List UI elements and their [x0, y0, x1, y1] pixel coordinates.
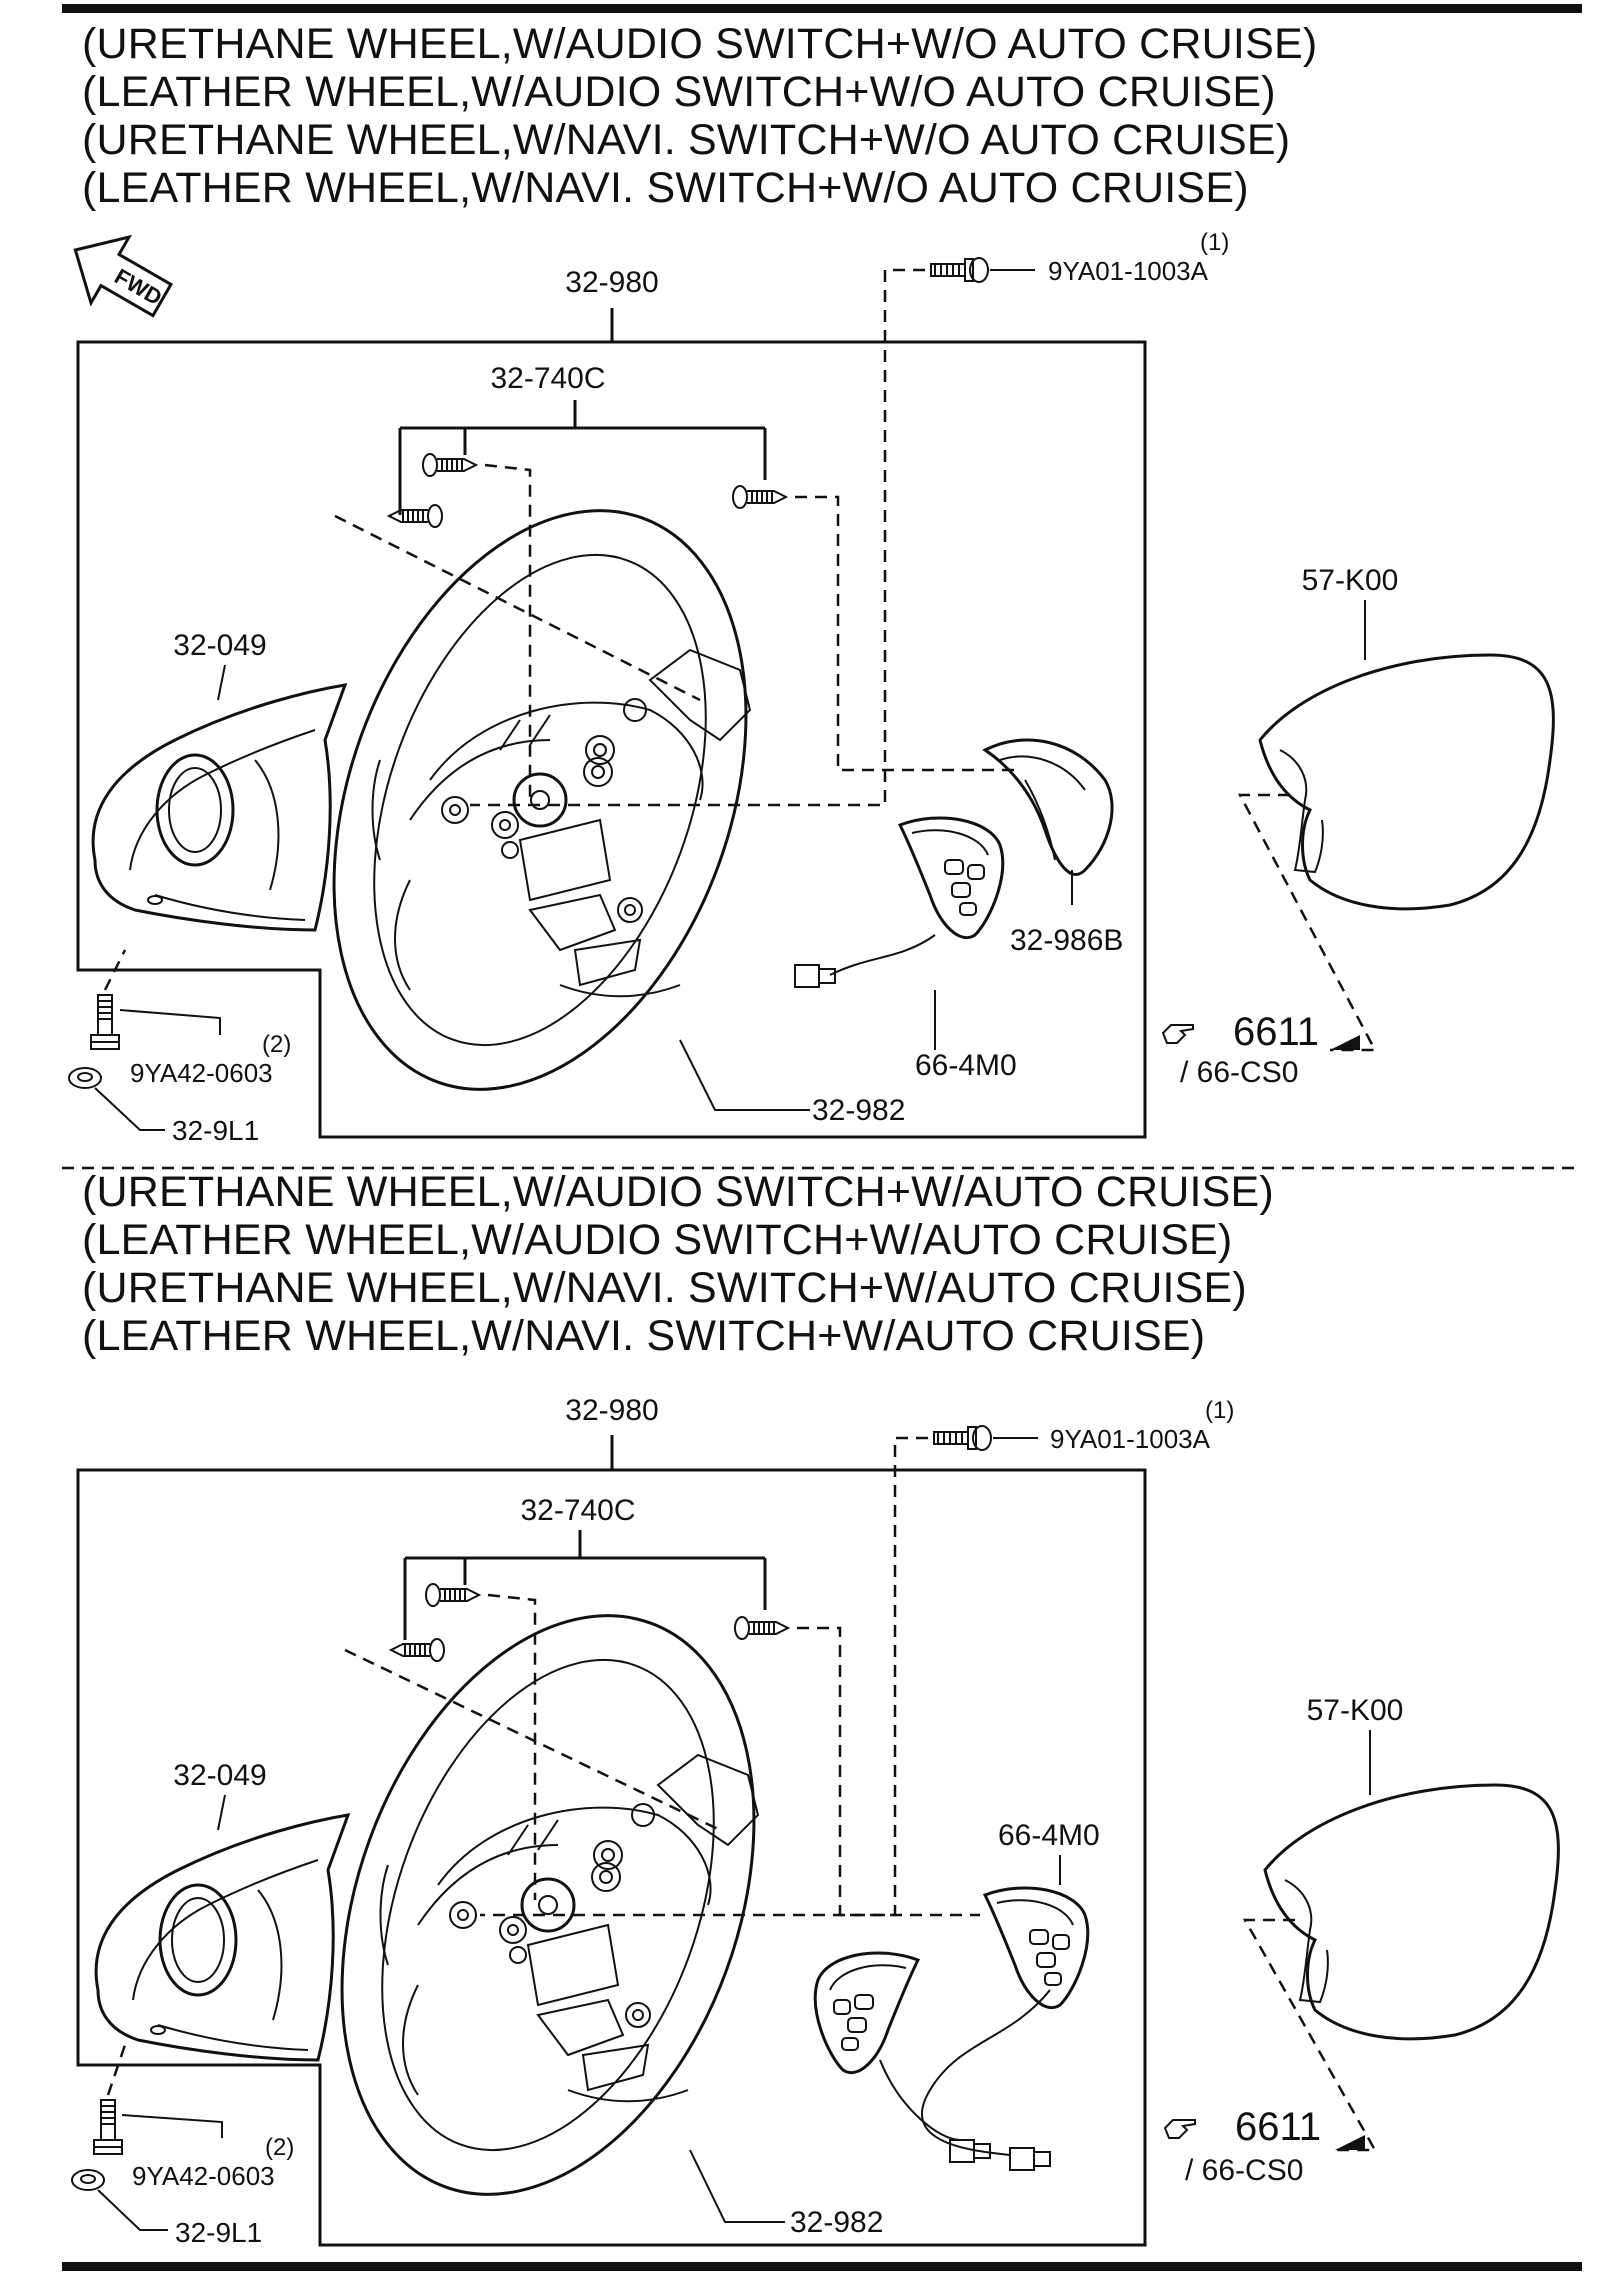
- switch-trim: [983, 738, 1114, 876]
- label-wheel: 32-982: [812, 1094, 905, 1127]
- label-ref-sub: / 66-CS0: [1180, 1056, 1298, 1089]
- section-b-title-4: (LEATHER WHEEL,W/NAVI. SWITCH+W/AUTO CRU…: [82, 1312, 1206, 1360]
- label-trim: 32-986B: [1010, 924, 1123, 957]
- label-bolt-qty: (1): [1200, 229, 1229, 256]
- section-b-title-3: (URETHANE WHEEL,W/NAVI. SWITCH+W/AUTO CR…: [82, 1264, 1247, 1312]
- section-b-titles: (URETHANE WHEEL,W/AUDIO SWITCH+W/AUTO CR…: [82, 1168, 1582, 1360]
- top-border: [62, 4, 1582, 13]
- label-ref-sub: / 66-CS0: [1185, 2154, 1303, 2187]
- label-assembly: 32-980: [565, 266, 658, 299]
- steering-switch: [898, 816, 1005, 940]
- steering-switch-left: [813, 1951, 920, 2075]
- label-washer: 32-9L1: [172, 1115, 259, 1146]
- label-screws: 32-740C: [520, 1494, 635, 1527]
- screw-icon: [422, 453, 477, 477]
- horn-cover: [91, 683, 347, 932]
- label-washer: 32-9L1: [175, 2217, 262, 2248]
- fwd-arrow-icon: FWD: [73, 234, 174, 318]
- section-b-diagram: 32-980 32-740C 9YA01-1003A (1) 32-982 32…: [71, 1394, 1560, 2254]
- label-ref-num: 6611: [1233, 1010, 1319, 1054]
- screw-icon: [734, 1616, 789, 1640]
- steering-switch: [983, 1886, 1090, 2010]
- label-airbag: 57-K00: [1307, 1694, 1404, 1727]
- hand-pointer-icon: [1164, 2119, 1196, 2139]
- bolt-icon: [93, 2099, 123, 2155]
- label-cover: 32-049: [173, 629, 266, 662]
- label-wheel: 32-982: [790, 2206, 883, 2239]
- steering-wheel: [265, 1556, 831, 2254]
- label-switch: 66-4M0: [998, 1819, 1100, 1852]
- bolt-icon: [933, 1425, 992, 1451]
- label-airbag: 57-K00: [1302, 564, 1399, 597]
- label-ref-num: 6611: [1235, 2105, 1321, 2149]
- screw-icon: [390, 1638, 445, 1662]
- steering-wheel: [257, 451, 823, 1149]
- airbag-module: [1258, 653, 1555, 911]
- label-bolt2-qty: (2): [265, 2134, 294, 2161]
- section-b-title-2: (LEATHER WHEEL,W/AUDIO SWITCH+W/AUTO CRU…: [82, 1216, 1233, 1264]
- section-a-title-1: (URETHANE WHEEL,W/AUDIO SWITCH+W/O AUTO …: [82, 20, 1318, 68]
- connector-icon: [1009, 2147, 1051, 2171]
- label-bolt2-ref: 9YA42-0603: [130, 1058, 273, 1088]
- bottom-border: [62, 2262, 1582, 2271]
- screw-icon: [732, 485, 787, 509]
- label-screws: 32-740C: [490, 362, 605, 395]
- section-a-title-2: (LEATHER WHEEL,W/AUDIO SWITCH+W/O AUTO C…: [82, 68, 1276, 116]
- label-switch: 66-4M0: [915, 1049, 1017, 1082]
- section-b-title-1: (URETHANE WHEEL,W/AUDIO SWITCH+W/AUTO CR…: [82, 1168, 1274, 1216]
- label-cover: 32-049: [173, 1759, 266, 1792]
- bolt-icon: [930, 257, 989, 283]
- connector-icon: [794, 964, 836, 988]
- airbag-module: [1263, 1783, 1560, 2041]
- section-a-title-3: (URETHANE WHEEL,W/NAVI. SWITCH+W/O AUTO …: [82, 116, 1291, 164]
- label-bolt-qty: (1): [1205, 1397, 1234, 1424]
- label-bolt2-qty: (2): [262, 1031, 291, 1058]
- section-a-titles: (URETHANE WHEEL,W/AUDIO SWITCH+W/O AUTO …: [82, 20, 1582, 212]
- screw-icon: [388, 504, 443, 528]
- bolt-icon: [90, 994, 120, 1050]
- screw-icon: [425, 1583, 480, 1607]
- label-assembly: 32-980: [565, 1394, 658, 1427]
- hand-pointer-icon: [1162, 1024, 1194, 1044]
- washer-icon: [68, 1067, 102, 1089]
- assembly-bracket: [76, 340, 1147, 1139]
- fwd-label: FWD: [110, 264, 166, 311]
- label-bolt-ref: 9YA01-1003A: [1050, 1424, 1211, 1454]
- section-a-title-4: (LEATHER WHEEL,W/NAVI. SWITCH+W/O AUTO C…: [82, 164, 1249, 212]
- label-bolt-ref: 9YA01-1003A: [1048, 256, 1209, 286]
- section-a-diagram: FWD 32-980 32-740C 9YA01-1003A (1) 32-98…: [68, 229, 1555, 1149]
- horn-cover: [94, 1813, 350, 2062]
- assembly-bracket: [76, 1468, 1147, 2247]
- label-bolt2-ref: 9YA42-0603: [132, 2161, 275, 2191]
- washer-icon: [71, 2169, 105, 2191]
